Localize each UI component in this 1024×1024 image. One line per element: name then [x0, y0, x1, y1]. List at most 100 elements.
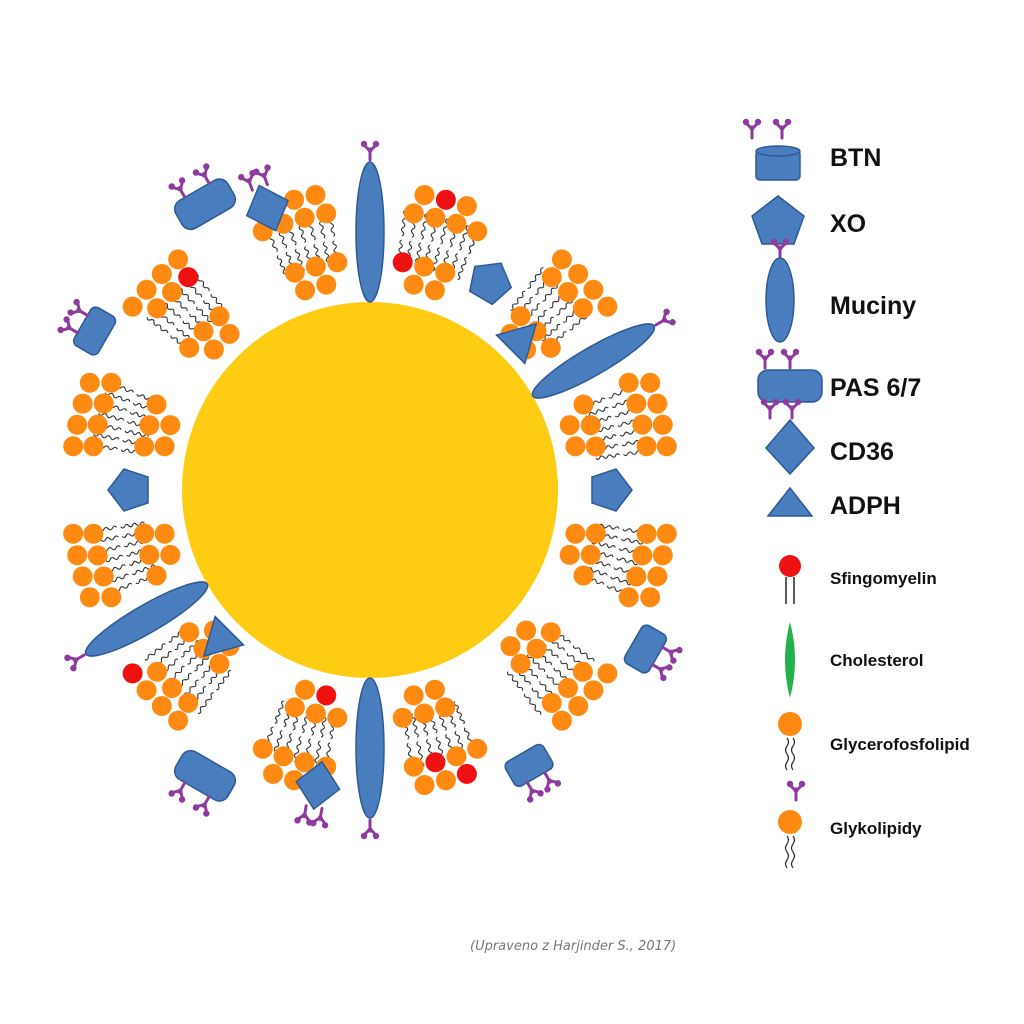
- phospholipid-head: [424, 280, 445, 301]
- lipid-tail: [93, 433, 120, 441]
- phospholipid-head: [467, 738, 488, 759]
- lipid-tail: [620, 538, 648, 545]
- phospholipid-head: [580, 544, 601, 565]
- phospholipid-head: [597, 663, 618, 684]
- phospholipid-head: [526, 638, 547, 659]
- lipid-tail: [196, 306, 214, 325]
- glycan: [649, 305, 679, 335]
- adph: [202, 615, 245, 658]
- sphingomyelin-icon: [779, 555, 801, 604]
- cholesterol-icon: [785, 622, 795, 698]
- btn: [623, 624, 668, 674]
- legend-label-sfingomyelin: Sfingomyelin: [830, 569, 937, 588]
- phospholipid-head: [134, 436, 155, 457]
- phospholipid-head: [559, 544, 580, 565]
- phospholipid-head: [626, 566, 647, 587]
- phospholipid-head: [162, 678, 182, 698]
- phospholipid-head: [510, 653, 531, 674]
- lipid-tail: [144, 643, 166, 661]
- legend: BTN XO Muciny PAS 6/7 CD36 ADPH: [741, 117, 970, 869]
- phospholipid-head: [558, 678, 578, 698]
- adph-protein: [495, 322, 538, 365]
- phospholipid-head: [209, 306, 230, 327]
- phospholipid-head: [87, 414, 108, 435]
- phospholipid-head: [147, 661, 168, 682]
- btn-protein: [54, 296, 117, 356]
- sphingomyelin-head: [122, 663, 143, 684]
- cd36: [295, 760, 341, 811]
- phospholipid-head: [636, 523, 657, 544]
- legend-label-btn: BTN: [830, 144, 881, 172]
- sphingomyelin-head: [178, 267, 199, 288]
- phospholipid-head: [647, 566, 668, 587]
- phospholipid-head: [305, 256, 326, 277]
- mucin: [531, 323, 656, 399]
- sphingomyelin-head: [316, 685, 337, 706]
- phospholipid-head: [573, 565, 594, 586]
- phospholipid-head: [101, 372, 122, 393]
- legend-label-cd36: CD36: [830, 438, 894, 466]
- phospholipid-head: [316, 274, 337, 295]
- phospholipid-head: [305, 703, 326, 724]
- phospholipid-head: [67, 545, 88, 566]
- phospholipid-head: [414, 775, 435, 795]
- lipid-tail: [293, 736, 302, 763]
- triglyceride-core: [182, 302, 558, 678]
- phospholipid-head: [541, 692, 562, 713]
- lipid-tail: [585, 406, 609, 418]
- lipid-tail: [457, 256, 467, 281]
- phospholipid-head: [632, 414, 653, 435]
- phospholipid-head: [558, 282, 578, 302]
- phospholipid-head: [151, 696, 172, 716]
- phospholipid-head: [147, 298, 168, 319]
- phospholipid-head: [585, 523, 606, 544]
- phospholipid-head: [652, 414, 673, 435]
- lipid-tail: [541, 323, 561, 342]
- lipid-tail: [120, 521, 145, 529]
- phospholipid-head: [67, 414, 88, 435]
- legend-label-cholesterol: Cholesterol: [830, 651, 924, 670]
- phospholipid-head: [585, 436, 606, 457]
- lipid-tail: [124, 430, 149, 437]
- phospholipid-head: [179, 622, 200, 643]
- phospholipid-head: [551, 249, 572, 270]
- glycan: [250, 162, 278, 190]
- mucin-protein: [355, 677, 385, 841]
- phospholipid-head: [79, 372, 100, 393]
- lipid-tail: [104, 392, 131, 402]
- phospholipid-head: [580, 415, 601, 436]
- phospholipid-head: [647, 393, 668, 414]
- phospholipid-head: [295, 280, 316, 301]
- mucin: [355, 677, 385, 819]
- phospholipid-head: [252, 738, 273, 759]
- phospholipid-head: [583, 680, 604, 701]
- lipid-tail: [411, 713, 419, 738]
- legend-label-pas: PAS 6/7: [830, 374, 921, 402]
- phospholipid-head: [656, 523, 677, 544]
- adph-protein: [202, 615, 245, 658]
- legend-label-xo: XO: [830, 210, 866, 238]
- phospholipid-head: [160, 544, 181, 565]
- legend-label-muciny: Muciny: [830, 292, 916, 320]
- phospholipid-head: [618, 372, 639, 393]
- phospholipid-head: [122, 296, 143, 317]
- lipid-tail: [453, 701, 465, 725]
- phospholipid-head: [435, 770, 456, 791]
- phospholipid-head: [151, 264, 172, 284]
- sphingomyelin-head: [425, 752, 446, 773]
- phospholipid-head: [559, 415, 580, 436]
- cd36: [245, 184, 290, 232]
- xo-protein: [591, 468, 633, 512]
- phospholipid-head: [178, 692, 199, 713]
- phospholipid-head: [136, 279, 157, 300]
- phospholipid-head: [583, 279, 604, 300]
- xo-protein: [468, 262, 513, 306]
- ellipse-glycan-icon: [765, 237, 795, 343]
- phospholipid-head: [139, 544, 160, 565]
- phospholipid-heads: [63, 185, 677, 795]
- lipid-tail: [510, 290, 526, 311]
- btn-protein: [504, 743, 564, 806]
- fat-globule: [54, 139, 686, 841]
- glycan: [359, 818, 381, 841]
- phospholipid-head: [414, 256, 435, 277]
